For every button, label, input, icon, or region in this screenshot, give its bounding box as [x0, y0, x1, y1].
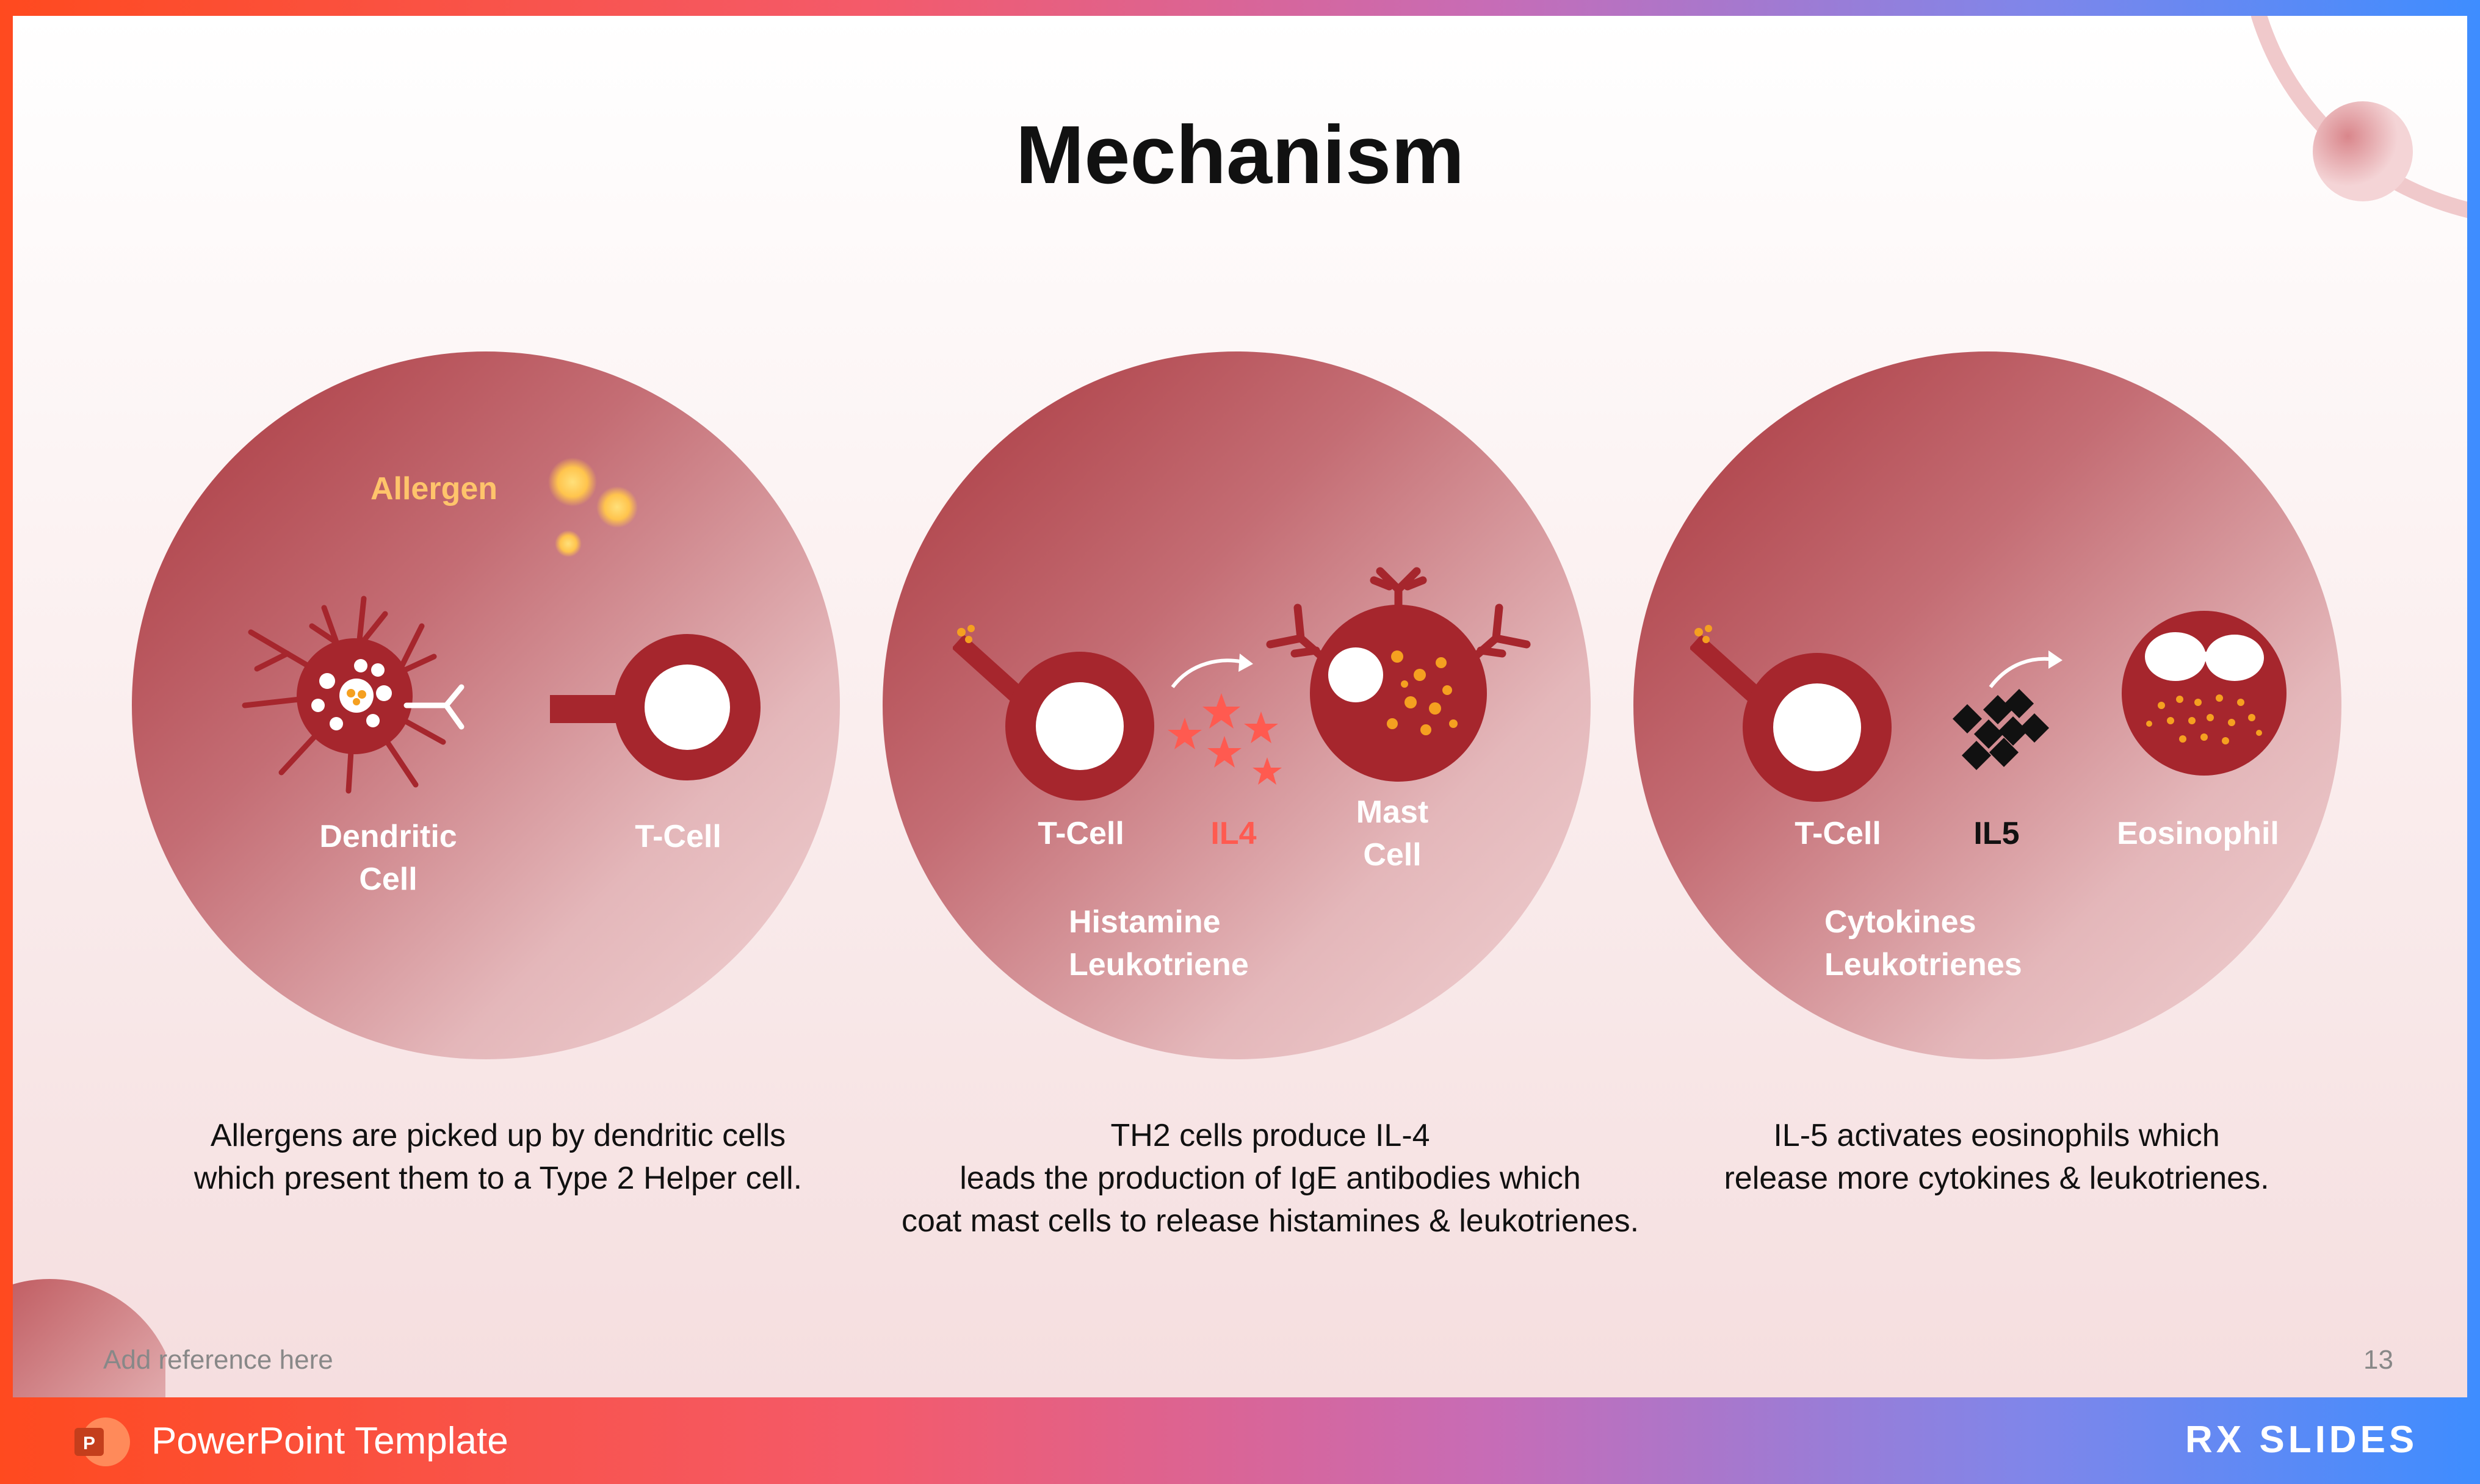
brand-logo: RX SLIDES [2185, 1419, 2418, 1461]
il5-molecules-icon [1952, 650, 2062, 771]
powerpoint-icon: P [74, 1417, 130, 1466]
allergen-label: Allergen [370, 471, 498, 506]
mast-cell-label: Mast Cell [1356, 794, 1429, 873]
page-number: 13 [2363, 1345, 2393, 1375]
histamine-leukotriene-label: Histamine Leukotriene [1069, 904, 1249, 982]
t-cell-icon [1690, 625, 1892, 802]
panel-description-3: IL-5 activates eosinophils which release… [1724, 1118, 2269, 1196]
dendritic-cell-icon [242, 596, 465, 794]
allergen-particles-icon [548, 458, 638, 557]
eosinophil-icon [2122, 611, 2287, 776]
panel-description-1: Allergens are picked up by dendritic cel… [193, 1118, 803, 1196]
il4-label: IL4 [1210, 816, 1257, 851]
il5-label: IL5 [1973, 816, 2020, 851]
decorative-orbit-top-right [2251, 16, 2467, 218]
slide-title: Mechanism [1015, 109, 1465, 201]
t-cell-label: T-Cell [1795, 816, 1881, 851]
t-cell-label: T-Cell [1038, 816, 1124, 851]
footer-bar: P PowerPoint Template RX SLIDES [0, 1397, 2480, 1484]
t-cell-icon [550, 634, 761, 780]
t-cell-icon [953, 625, 1154, 801]
mast-cell-icon [1266, 567, 1531, 782]
app-label: PowerPoint Template [151, 1420, 508, 1462]
decorative-circle-bottom-left [13, 1279, 165, 1397]
dendritic-cell-label: Dendritic Cell [319, 819, 457, 897]
slide: Mechanism Allergen Dendritic [13, 16, 2467, 1397]
svg-text:P: P [83, 1433, 95, 1453]
il4-stars-icon [1168, 654, 1282, 785]
eosinophil-label: Eosinophil [2117, 816, 2279, 851]
cytokines-leukotrienes-label: Cytokines Leukotrienes [1824, 904, 2022, 982]
t-cell-label: T-Cell [635, 819, 721, 854]
panel-description-2: TH2 cells produce IL-4 leads the product… [901, 1118, 1639, 1239]
reference-text: Add reference here [103, 1345, 333, 1375]
